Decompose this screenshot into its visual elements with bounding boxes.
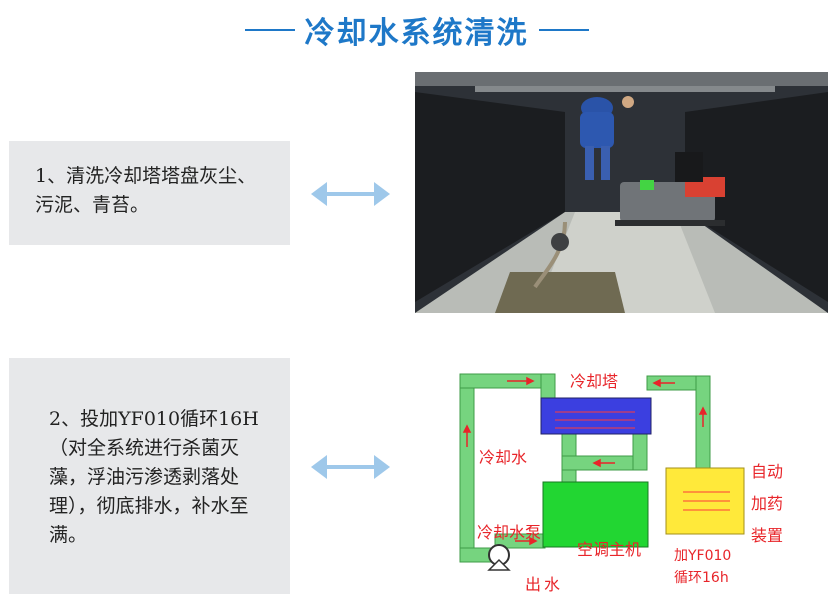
dose-note-line-1: 加YF010 bbox=[674, 548, 732, 564]
auto-dosing-label-1: 自动 bbox=[751, 462, 784, 481]
cooling-tower-block bbox=[540, 397, 652, 435]
auto-dosing-label-3: 装置 bbox=[751, 526, 784, 545]
step1-text-box: 1、清洗冷却塔塔盘灰尘、污泥、青苔。 bbox=[9, 141, 290, 245]
cooling-tower-label: 冷却塔 bbox=[570, 372, 619, 391]
double-arrow-icon bbox=[311, 182, 390, 206]
page-header: 冷却水系统清洗 bbox=[0, 10, 833, 51]
auto-dosing-label-2: 加药 bbox=[751, 494, 784, 513]
double-arrow-icon bbox=[311, 455, 390, 479]
dose-note-line-2: 循环16h bbox=[674, 570, 729, 586]
cooling-water-label: 冷却水 bbox=[479, 448, 528, 467]
cooling-tower-cleaning-photo bbox=[415, 72, 828, 313]
chiller-block bbox=[542, 481, 649, 548]
outlet-label: 出水 bbox=[525, 575, 564, 594]
cooling-water-flow-diagram: 冷却塔 冷却水 冷却水泵 空调主机 出水 自动 加药 装置 加YF010 循环1… bbox=[455, 362, 790, 597]
cooling-pump-label: 冷却水泵 bbox=[477, 523, 542, 542]
step2-text-box: 2、投加YF010循环16H（对全系统进行杀菌灭藻，浮油污渗透剥落处理），彻底排… bbox=[9, 358, 290, 594]
page-title: 冷却水系统清洗 bbox=[304, 16, 529, 51]
step2-text: 2、投加YF010循环16H（对全系统进行杀菌灭藻，浮油污渗透剥落处理），彻底排… bbox=[49, 408, 259, 546]
pump-icon bbox=[487, 544, 511, 571]
ac-host-label: 空调主机 bbox=[577, 540, 642, 559]
step1-text: 1、清洗冷却塔塔盘灰尘、污泥、青苔。 bbox=[35, 165, 257, 216]
title-left-rule bbox=[244, 29, 295, 31]
title-right-rule bbox=[538, 29, 589, 31]
